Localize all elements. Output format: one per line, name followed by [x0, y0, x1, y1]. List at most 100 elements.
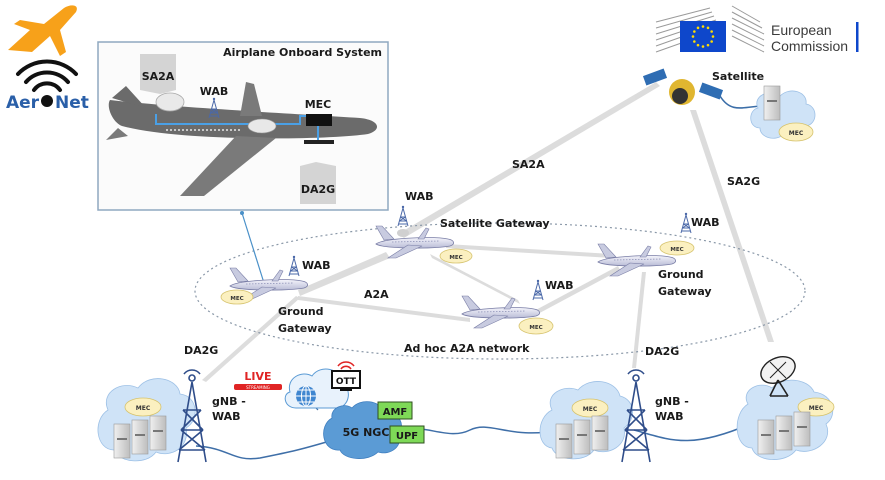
- amf-box: [377, 401, 413, 420]
- mec-badge: [797, 397, 835, 417]
- mec-badge: [518, 317, 554, 335]
- aircraft-4-role-line2: Gateway: [658, 285, 712, 298]
- aircraft-3-wab-label: WAB: [545, 279, 574, 292]
- satellite-mec-label: MEC: [789, 130, 804, 137]
- aircraft-3-mec-label: MEC: [529, 325, 542, 331]
- live-streaming-badge: LIVE STREAMING: [234, 370, 282, 390]
- right-tower-label-line1: gNB -: [655, 395, 689, 408]
- onboard-airplane-image: [106, 82, 378, 196]
- amf-label: AMF: [383, 407, 408, 418]
- aircraft-1-wab-label: WAB: [302, 259, 331, 272]
- inset-connector-line: [241, 212, 265, 284]
- left-ground-station: MEC: [97, 378, 196, 462]
- link-a2a-sat-mid: [430, 254, 520, 304]
- link-a2a-mid-right: [532, 266, 620, 316]
- aircraft-4-wab-label: WAB: [691, 216, 720, 229]
- server-icon: [149, 415, 167, 451]
- inset-connector-dot: [240, 211, 244, 215]
- live-label: LIVE: [244, 370, 271, 383]
- ott-label: OTT: [336, 377, 357, 387]
- inset-title: Airplane Onboard System: [223, 46, 382, 59]
- server-icon: [573, 419, 591, 455]
- server-icon: [775, 415, 793, 451]
- sat-station-mec-label: MEC: [809, 405, 824, 412]
- wifi-icon: [16, 59, 78, 92]
- upf-box: [389, 425, 425, 444]
- link-sa2a-label: SA2A: [512, 158, 545, 171]
- cell-tower-icon: [177, 369, 207, 463]
- eu-star-icon: [696, 43, 700, 47]
- wifi-dot-icon: [41, 95, 53, 107]
- left-tower-label-line2: WAB: [212, 410, 241, 423]
- globe-icon: [296, 385, 316, 407]
- mec-badge: [439, 248, 473, 264]
- aircraft-4-role-line1: Ground: [658, 268, 704, 281]
- server-icon: [763, 85, 781, 121]
- tv-stand: [340, 389, 352, 391]
- link-a2a-gg-mid: [298, 296, 470, 322]
- mec-badge: [659, 240, 695, 256]
- eu-star-icon: [701, 25, 705, 28]
- aircraft-relay: WAB MEC: [461, 279, 574, 335]
- ec-line1: European: [771, 22, 832, 38]
- satellite-dish-icon: [760, 356, 796, 397]
- ground-backhaul-cable: [195, 423, 751, 460]
- wab-tower-icon: [532, 279, 544, 301]
- da2g-callout: [300, 162, 336, 204]
- left-gnb-wab-tower: gNB - WAB: [177, 369, 246, 463]
- mec-badge: [571, 398, 609, 418]
- server-icon: [793, 411, 811, 447]
- eu-star-icon: [710, 30, 713, 33]
- satellite-cable: [719, 95, 761, 109]
- wab-tower-icon: [288, 255, 300, 277]
- satellite-dish-icon: [155, 92, 185, 112]
- aeronet-text-right: Net: [55, 93, 89, 113]
- link-da2g-left: [202, 296, 300, 382]
- streaming-label: STREAMING: [246, 385, 270, 390]
- server-icon: [591, 415, 609, 451]
- aircraft-ground-gateway-left: WAB MEC Ground Gateway: [220, 255, 332, 335]
- ec-line2: Commission: [771, 38, 848, 54]
- inset-sa2a-label: SA2A: [142, 70, 175, 83]
- ec-divider: [856, 22, 859, 52]
- wab-tower-icon: [397, 205, 409, 227]
- aircraft-2-role-label: Satellite Gateway: [440, 217, 550, 230]
- inset-mec-label: MEC: [305, 98, 332, 111]
- aircraft-2-mec-label: MEC: [449, 255, 462, 261]
- inset-da2g-label: DA2G: [301, 183, 335, 196]
- server-icon: [555, 423, 573, 459]
- satellite-node: Satellite MEC: [642, 68, 816, 142]
- airplane-onboard-system-inset: Airplane Onboard System SA2A DA2G WAB ME…: [97, 41, 389, 211]
- right-tower-label-line2: WAB: [655, 410, 684, 423]
- aeronet-text-left: Aer: [6, 93, 40, 113]
- eu-star-icon: [706, 26, 710, 30]
- eu-star-icon: [706, 43, 710, 47]
- wab-tower-icon: [680, 212, 692, 234]
- aircraft-satellite-gateway: WAB MEC Satellite Gateway: [375, 190, 550, 264]
- satellite-icon: [642, 68, 724, 105]
- right-ground-station: MEC: [539, 381, 633, 460]
- link-sa2g-beam: [690, 110, 774, 342]
- 5g-core-network: 5G NGC AMF UPF: [323, 401, 425, 459]
- link-sa2g-label: SA2G: [727, 175, 760, 188]
- left-tower-label-line1: gNB -: [212, 395, 246, 408]
- eu-star-icon: [693, 30, 696, 33]
- eu-stars-icon: [691, 25, 715, 48]
- core-label: 5G NGC: [343, 426, 390, 439]
- mec-badge: [124, 397, 162, 417]
- link-a2a-gg-sat: [298, 252, 390, 296]
- adhoc-network-boundary: [194, 222, 806, 360]
- european-commission-logo: European Commission: [655, 5, 859, 54]
- adhoc-network-label: Ad hoc A2A network: [404, 342, 530, 355]
- eu-star-icon: [693, 40, 696, 43]
- aircraft-1-mec-label: MEC: [230, 296, 243, 302]
- satellite-mec-badge: [778, 122, 814, 142]
- aircraft-1-role-line1: Ground: [278, 305, 324, 318]
- sa2a-callout: [140, 54, 176, 94]
- link-da2g-right-label: DA2G: [645, 345, 679, 358]
- tv-icon: [331, 370, 361, 389]
- aircraft-1-role-line2: Gateway: [278, 322, 332, 335]
- link-sa2a-beam: [398, 82, 660, 238]
- link-da2g-left-label: DA2G: [184, 344, 218, 357]
